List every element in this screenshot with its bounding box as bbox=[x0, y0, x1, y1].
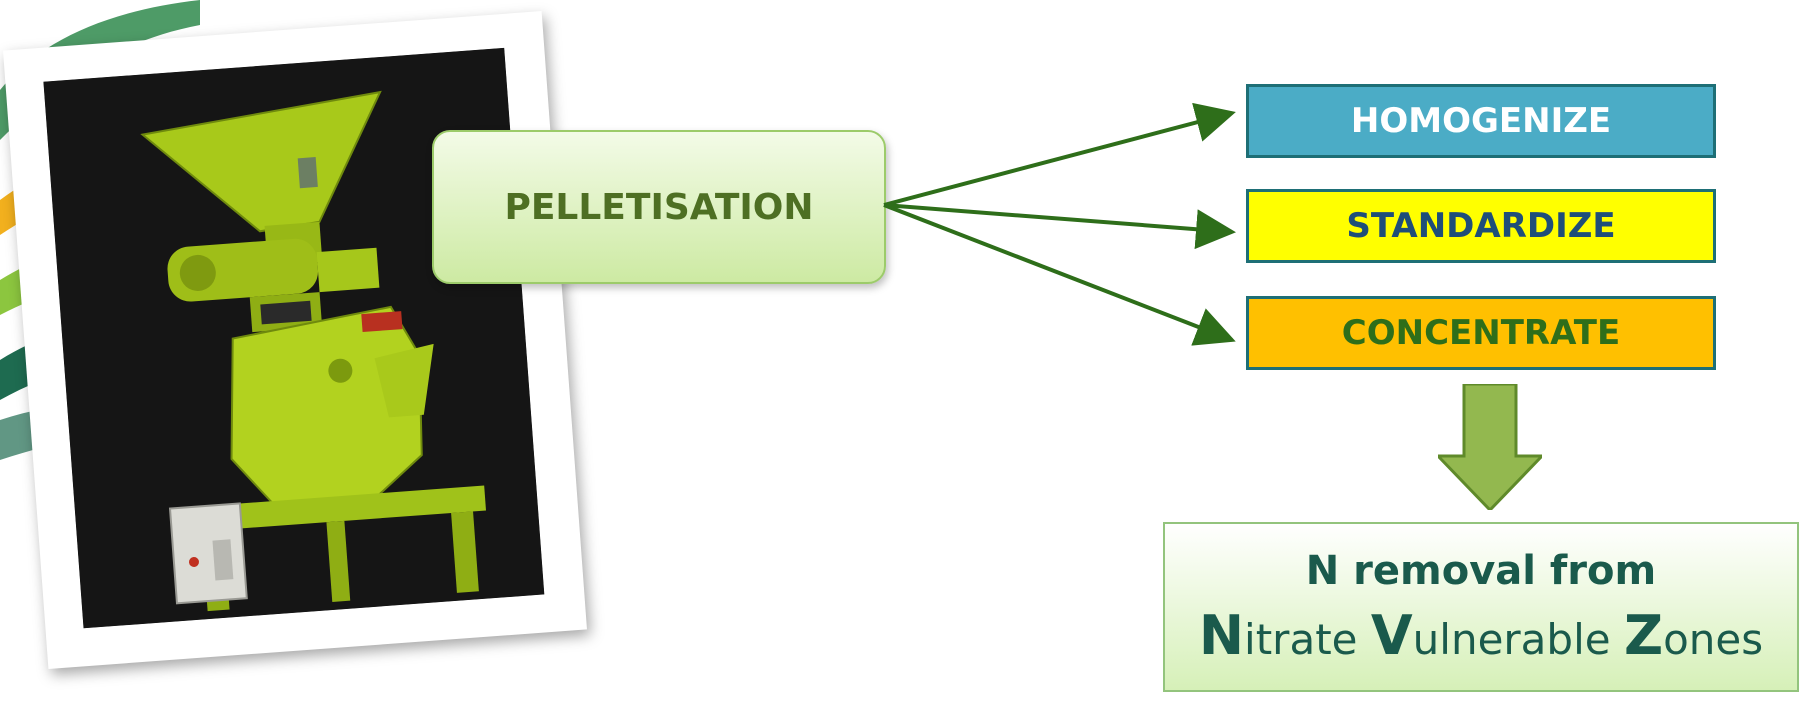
concentrate-label: CONCENTRATE bbox=[1341, 313, 1621, 353]
result-cap-n: N bbox=[1198, 603, 1245, 667]
result-cap-v: V bbox=[1370, 603, 1413, 667]
result-word-zones: ones bbox=[1663, 614, 1764, 664]
pelletisation-label: PELLETISATION bbox=[504, 186, 814, 228]
pellet-mill-photo bbox=[43, 47, 545, 629]
standardize-label: STANDARDIZE bbox=[1346, 206, 1616, 246]
arrow-to-concentrate bbox=[883, 203, 1236, 346]
result-word-nitrate: itrate bbox=[1244, 614, 1358, 664]
result-line2: Nitrate Vulnerable Zones bbox=[1199, 604, 1763, 667]
homogenize-label: HOMOGENIZE bbox=[1350, 101, 1612, 141]
pelletisation-box: PELLETISATION bbox=[432, 130, 886, 284]
result-word-vulnerable: ulnerable bbox=[1412, 614, 1611, 664]
pellet-mill-illustration bbox=[43, 47, 545, 629]
homogenize-box: HOMOGENIZE bbox=[1246, 84, 1716, 158]
arrow-to-standardize bbox=[883, 203, 1236, 250]
result-box: N removal from Nitrate Vulnerable Zones bbox=[1163, 522, 1799, 692]
down-arrow-icon bbox=[1438, 384, 1542, 510]
concentrate-box: CONCENTRATE bbox=[1246, 296, 1716, 370]
machine-photo-frame bbox=[3, 11, 587, 669]
arrow-to-homogenize bbox=[883, 102, 1236, 207]
result-cap-z: Z bbox=[1623, 603, 1664, 667]
result-line1: N removal from bbox=[1305, 547, 1657, 594]
standardize-box: STANDARDIZE bbox=[1246, 189, 1716, 263]
